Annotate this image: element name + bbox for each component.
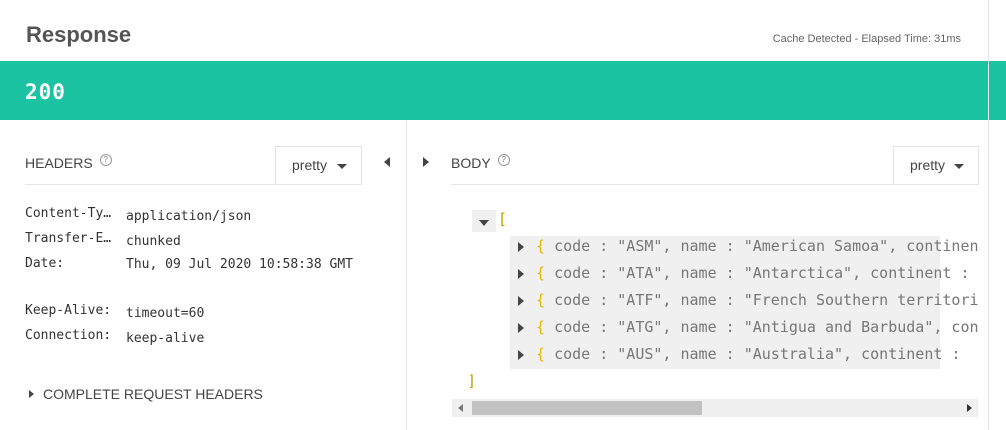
close-bracket: ] xyxy=(470,372,476,390)
json-viewer: [ { code : "ASM", name : "American Samoa… xyxy=(470,206,978,396)
elapsed-time-meta: Cache Detected - Elapsed Time: 31ms xyxy=(772,33,961,45)
header-key: Content-Ty… xyxy=(25,206,112,221)
items-hover-box xyxy=(510,236,940,369)
json-item-text: code : "ASM", name : "American Samoa", c… xyxy=(554,237,978,255)
header-key: Keep-Alive: xyxy=(25,303,112,318)
headers-divider xyxy=(25,184,362,185)
header-value: keep-alive xyxy=(126,331,205,346)
response-header: Response Cache Detected - Elapsed Time: … xyxy=(0,0,1006,61)
scroll-left-icon[interactable] xyxy=(458,404,463,412)
expand-right-icon[interactable] xyxy=(518,242,524,252)
status-bar: 200 xyxy=(0,61,1006,120)
open-brace: { xyxy=(536,264,546,282)
header-value: application/json xyxy=(126,209,252,224)
body-format-label: pretty xyxy=(910,157,946,173)
header-value: chunked xyxy=(126,234,181,249)
open-brace: { xyxy=(536,318,546,336)
header-key: Connection: xyxy=(25,328,112,343)
response-title: Response xyxy=(26,22,132,47)
header-value: timeout=60 xyxy=(126,306,205,321)
body-label-text: BODY xyxy=(451,155,491,171)
caret-down-icon xyxy=(337,164,347,169)
json-item[interactable]: { code : "ATA", name : "Antarctica", con… xyxy=(536,260,969,287)
expand-right-icon xyxy=(29,390,34,398)
open-brace: { xyxy=(536,291,546,309)
body-label: BODY? xyxy=(451,154,510,172)
complete-request-headers-label: COMPLETE REQUEST HEADERS xyxy=(43,386,263,402)
headers-label-text: HEADERS xyxy=(25,155,93,171)
headers-label: HEADERS? xyxy=(25,154,112,172)
expand-right-icon[interactable] xyxy=(518,350,524,360)
expand-down-icon[interactable] xyxy=(479,220,489,226)
json-item[interactable]: { code : "ATG", name : "Antigua and Barb… xyxy=(536,314,978,341)
collapse-left-icon[interactable] xyxy=(384,157,390,167)
header-key: Date: xyxy=(25,256,65,271)
body-format-dropdown[interactable]: pretty xyxy=(893,146,979,184)
expand-right-icon[interactable] xyxy=(423,157,429,167)
body-divider xyxy=(451,184,979,185)
help-icon[interactable]: ? xyxy=(99,154,112,166)
panel-edge xyxy=(988,0,989,430)
json-close-bracket: ] xyxy=(470,368,476,395)
horizontal-scrollbar[interactable] xyxy=(452,399,978,417)
json-item[interactable]: { code : "ASM", name : "American Samoa",… xyxy=(536,233,978,260)
json-item-text: code : "ATF", name : "French Southern te… xyxy=(554,291,978,309)
status-code: 200 xyxy=(25,80,66,104)
panel-splitter[interactable] xyxy=(406,120,407,430)
headers-format-label: pretty xyxy=(292,157,328,173)
json-open-bracket: [ xyxy=(498,206,507,233)
expand-right-icon[interactable] xyxy=(518,323,524,333)
expand-right-icon[interactable] xyxy=(518,296,524,306)
open-brace: { xyxy=(536,345,546,363)
json-item[interactable]: { code : "ATF", name : "French Southern … xyxy=(536,287,978,314)
header-key: Transfer-E… xyxy=(25,231,112,246)
help-icon[interactable]: ? xyxy=(497,154,510,166)
json-item-text: code : "ATA", name : "Antarctica", conti… xyxy=(554,264,970,282)
scroll-right-icon[interactable] xyxy=(967,404,972,412)
expand-right-icon[interactable] xyxy=(518,269,524,279)
json-item-text: code : "AUS", name : "Australia", contin… xyxy=(554,345,961,363)
complete-request-headers-toggle[interactable]: COMPLETE REQUEST HEADERS xyxy=(29,386,263,402)
scrollbar-thumb[interactable] xyxy=(472,401,702,415)
header-value: Thu, 09 Jul 2020 10:58:38 GMT xyxy=(126,257,353,272)
json-item[interactable]: { code : "AUS", name : "Australia", cont… xyxy=(536,341,960,368)
json-item-text: code : "ATG", name : "Antigua and Barbud… xyxy=(554,318,978,336)
caret-down-icon xyxy=(954,164,964,169)
open-brace: { xyxy=(536,237,546,255)
headers-format-dropdown[interactable]: pretty xyxy=(275,146,362,184)
open-bracket: [ xyxy=(498,210,508,228)
